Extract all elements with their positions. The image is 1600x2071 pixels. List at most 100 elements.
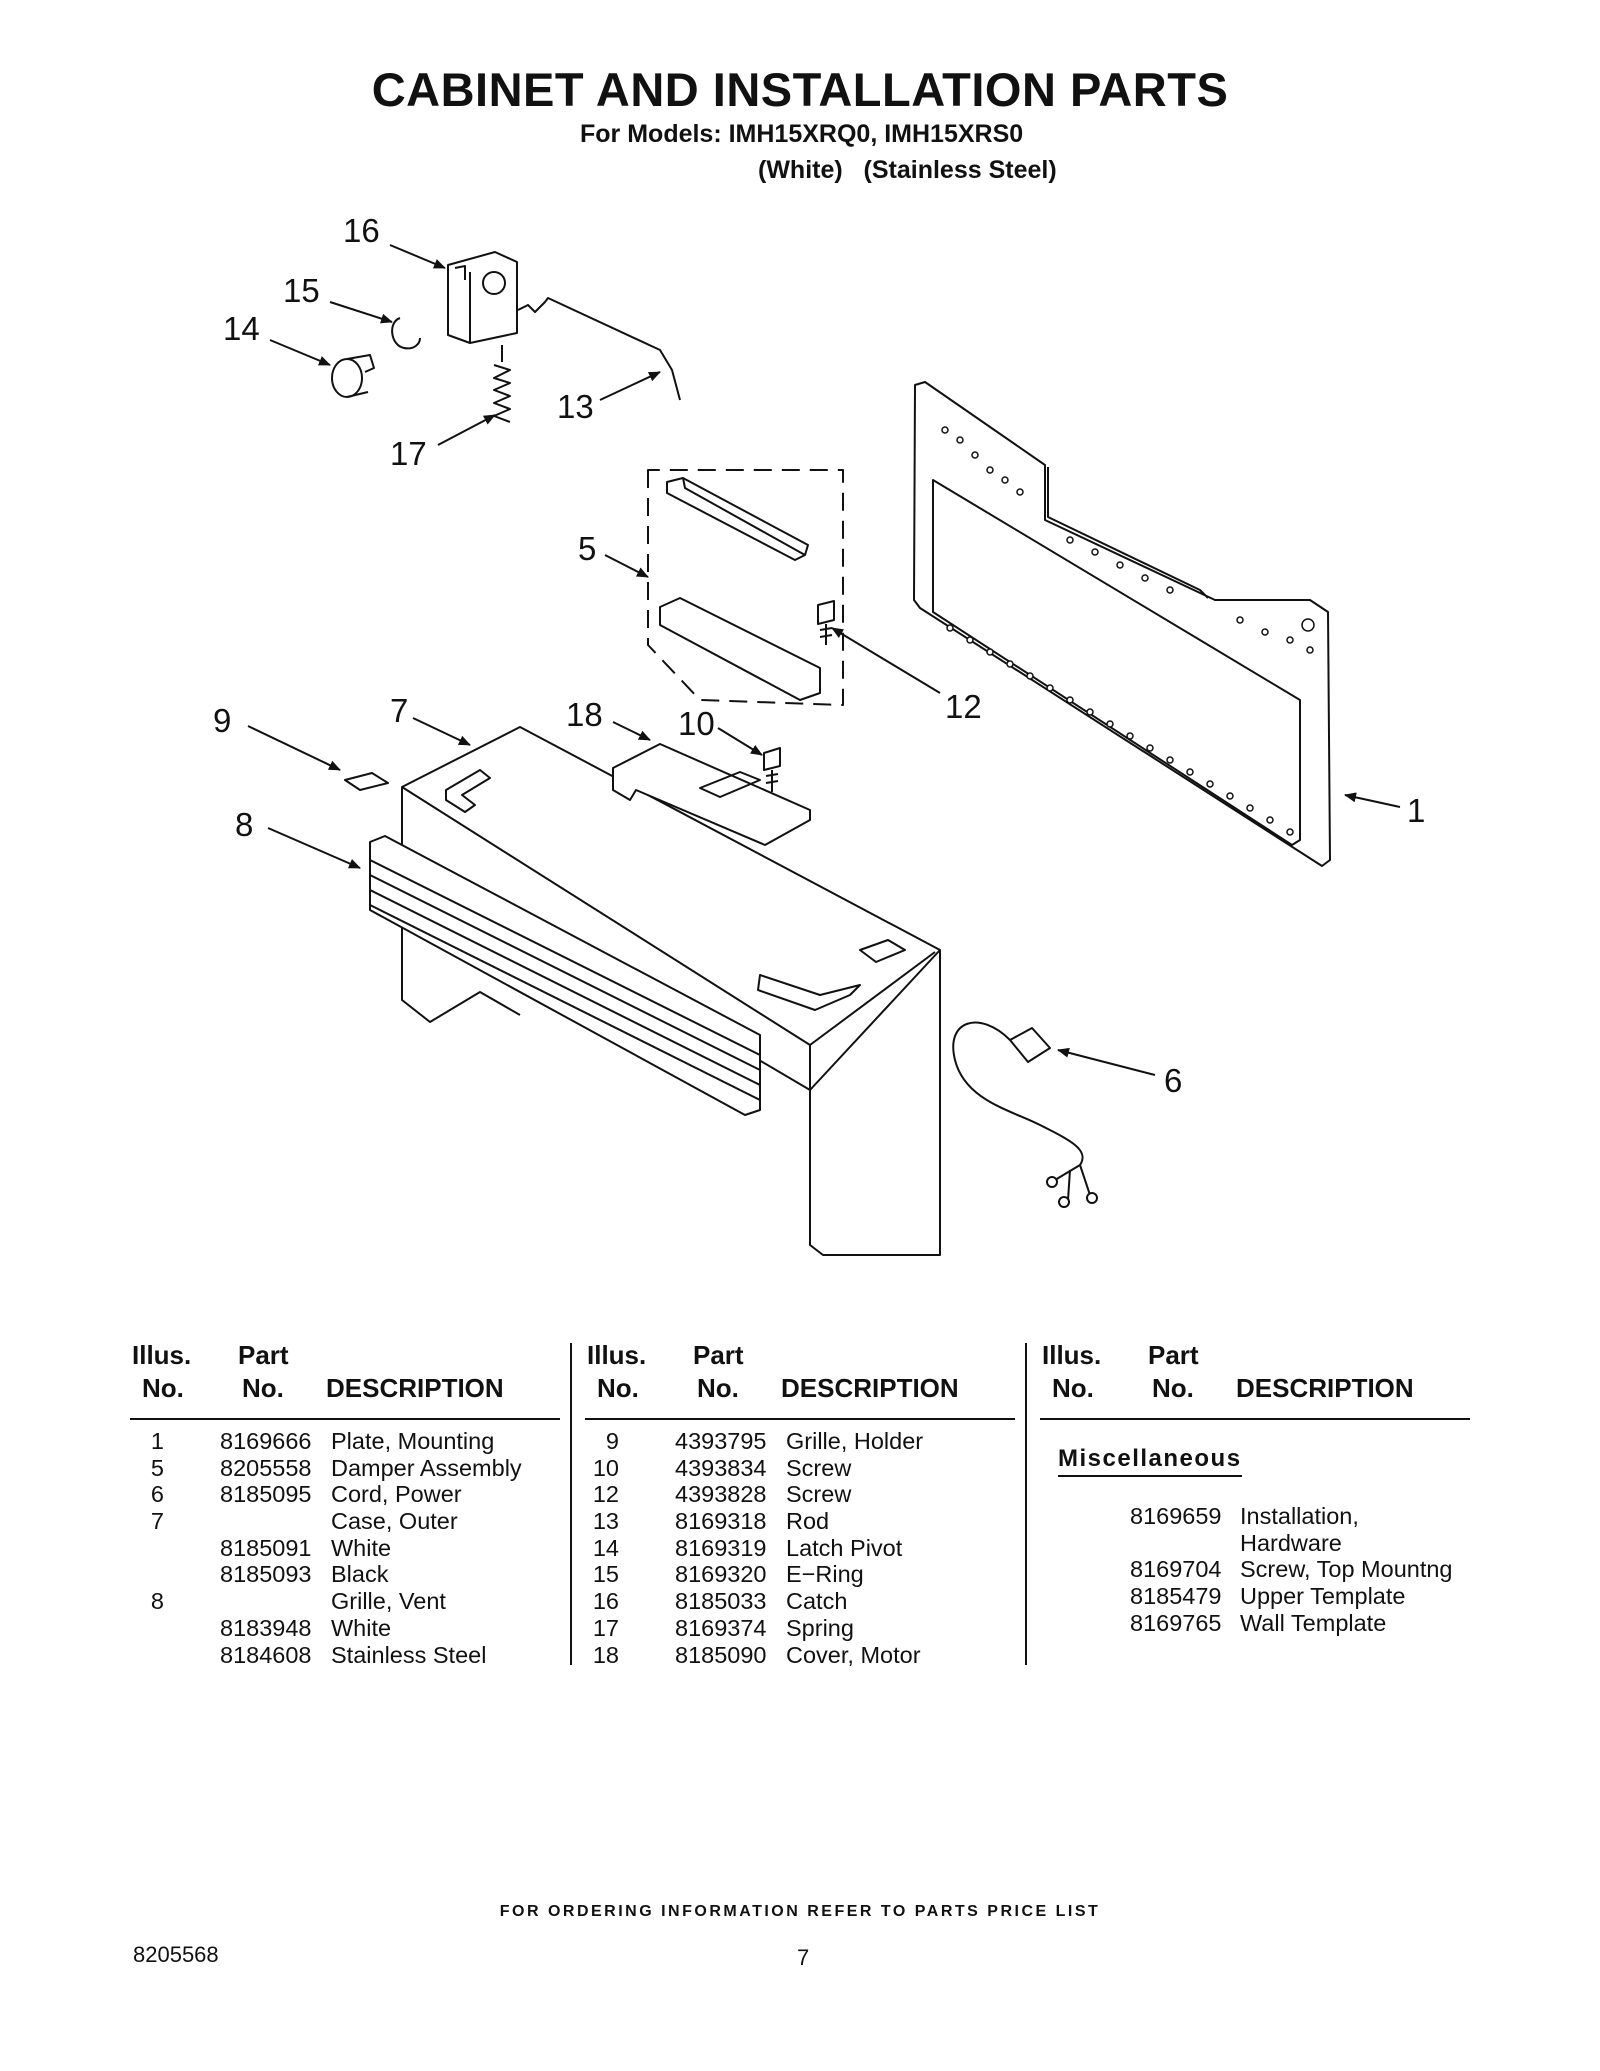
part-number: 8169320 (675, 1561, 767, 1588)
part-description: Grille, Vent (331, 1588, 446, 1615)
table-row: 9 4393795 Grille, Holder (585, 1428, 1015, 1455)
illus-number: 14 (592, 1534, 619, 1561)
part-description: Grille, Holder (786, 1428, 924, 1454)
callout-14: 14 (223, 310, 260, 347)
header-description: DESCRIPTION (781, 1373, 959, 1403)
e-ring-part (391, 317, 421, 350)
part-description: Screw, Top Mountng (1240, 1556, 1453, 1583)
part-number: 8184608 (220, 1641, 312, 1668)
part-description: Hardware (1240, 1529, 1342, 1556)
latch-pivot-part (331, 354, 375, 398)
part-description: White (331, 1614, 392, 1641)
part-number: 8169666 (220, 1428, 312, 1454)
header-illus: Illus. (1042, 1340, 1102, 1370)
table-row: 14 8169319 Latch Pivot (585, 1535, 1015, 1562)
part-description: Stainless Steel (331, 1641, 487, 1668)
part-description: Plate, Mounting (331, 1428, 495, 1454)
document-number: 8205568 (133, 1942, 219, 1967)
parts-table-left: Illus. No. Part No. DESCRIPTION 1 8169666… (130, 1340, 560, 1668)
part-description: Damper Assembly (331, 1454, 522, 1481)
header-description: DESCRIPTION (1236, 1373, 1414, 1403)
part-description: Black (331, 1561, 389, 1588)
part-number: 8169318 (675, 1508, 767, 1535)
part-number: 4393795 (675, 1428, 767, 1454)
illus-number: 5 (150, 1454, 164, 1481)
illus-number: 9 (605, 1428, 619, 1454)
models-line: For Models: IMH15XRQ0, IMH15XRS0 (580, 120, 1024, 148)
table-row: 1 8169666 Plate, Mounting (130, 1428, 560, 1455)
header-illus-no: No. (142, 1373, 184, 1403)
callout-9: 9 (213, 702, 231, 739)
illus-number: 15 (592, 1561, 619, 1588)
header-part: Part (238, 1340, 289, 1370)
header-part-no: No. (1152, 1373, 1194, 1403)
callout-10: 10 (678, 705, 715, 742)
table-row: 8169659 Installation, (1040, 1503, 1470, 1530)
part-number: 8185479 (1130, 1583, 1222, 1610)
header-part-no: No. (242, 1373, 284, 1403)
table-row: 13 8169318 Rod (585, 1508, 1015, 1535)
part-description: Upper Template (1240, 1583, 1406, 1610)
illus-number: 1 (150, 1428, 164, 1454)
part-number: 8169765 (1130, 1609, 1222, 1636)
part-description: Cover, Motor (786, 1641, 921, 1668)
callout-12: 12 (945, 688, 982, 725)
table-header: Illus. No. Part No. DESCRIPTION (585, 1340, 1015, 1420)
parts-table-right: Illus. No. Part No. DESCRIPTION (1040, 1340, 1470, 1420)
table-row: 17 8169374 Spring (585, 1615, 1015, 1642)
column-divider (570, 1343, 572, 1665)
part-number: 8185091 (220, 1534, 312, 1561)
parts-table-middle: Illus. No. Part No. DESCRIPTION 9 4393795… (585, 1340, 1015, 1668)
callout-16: 16 (343, 212, 380, 249)
header-part: Part (693, 1340, 744, 1370)
callout-6: 6 (1164, 1062, 1182, 1099)
part-description: Case, Outer (331, 1508, 458, 1535)
part-number: 4393834 (675, 1454, 767, 1481)
part-number: 8183948 (220, 1614, 312, 1641)
header-illus: Illus. (132, 1340, 192, 1370)
callout-15: 15 (283, 272, 320, 309)
illus-number: 16 (592, 1588, 619, 1615)
part-description: Screw (786, 1481, 852, 1508)
damper-assembly-box (647, 469, 844, 706)
table-row: 8185479 Upper Template (1040, 1583, 1470, 1610)
part-number: 8169374 (675, 1614, 767, 1641)
page-number: 7 (797, 1945, 810, 1970)
part-number: 8185095 (220, 1481, 312, 1508)
table-row: 8184608 Stainless Steel (130, 1642, 560, 1669)
illus-number: 17 (592, 1614, 619, 1641)
part-description: Rod (786, 1508, 830, 1535)
grille-holder-part (344, 772, 389, 791)
variants-line: (White) (Stainless Steel) (758, 156, 1057, 184)
callout-17: 17 (390, 435, 427, 472)
part-number: 4393828 (675, 1481, 767, 1508)
screw-10-part (763, 747, 781, 792)
part-description: White (331, 1534, 392, 1561)
header-illus-no: No. (597, 1373, 639, 1403)
mounting-plate-part (913, 381, 1331, 867)
part-description: Installation, (1240, 1503, 1359, 1529)
callout-13: 13 (557, 388, 594, 425)
part-number: 8185033 (675, 1588, 767, 1615)
header-part: Part (1148, 1340, 1199, 1370)
miscellaneous-underline (1058, 1475, 1242, 1477)
part-description: Latch Pivot (786, 1534, 903, 1561)
illus-number: 6 (150, 1481, 164, 1508)
illus-number: 13 (592, 1508, 619, 1535)
motor-cover-part (612, 743, 811, 846)
part-number: 8169659 (1130, 1503, 1222, 1529)
part-description: Spring (786, 1614, 854, 1641)
exploded-parts-diagram: 16 15 14 13 17 5 12 1 9 7 18 10 8 6 (213, 212, 1425, 1256)
part-number: 8169319 (675, 1534, 767, 1561)
table-header: Illus. No. Part No. DESCRIPTION (130, 1340, 560, 1420)
